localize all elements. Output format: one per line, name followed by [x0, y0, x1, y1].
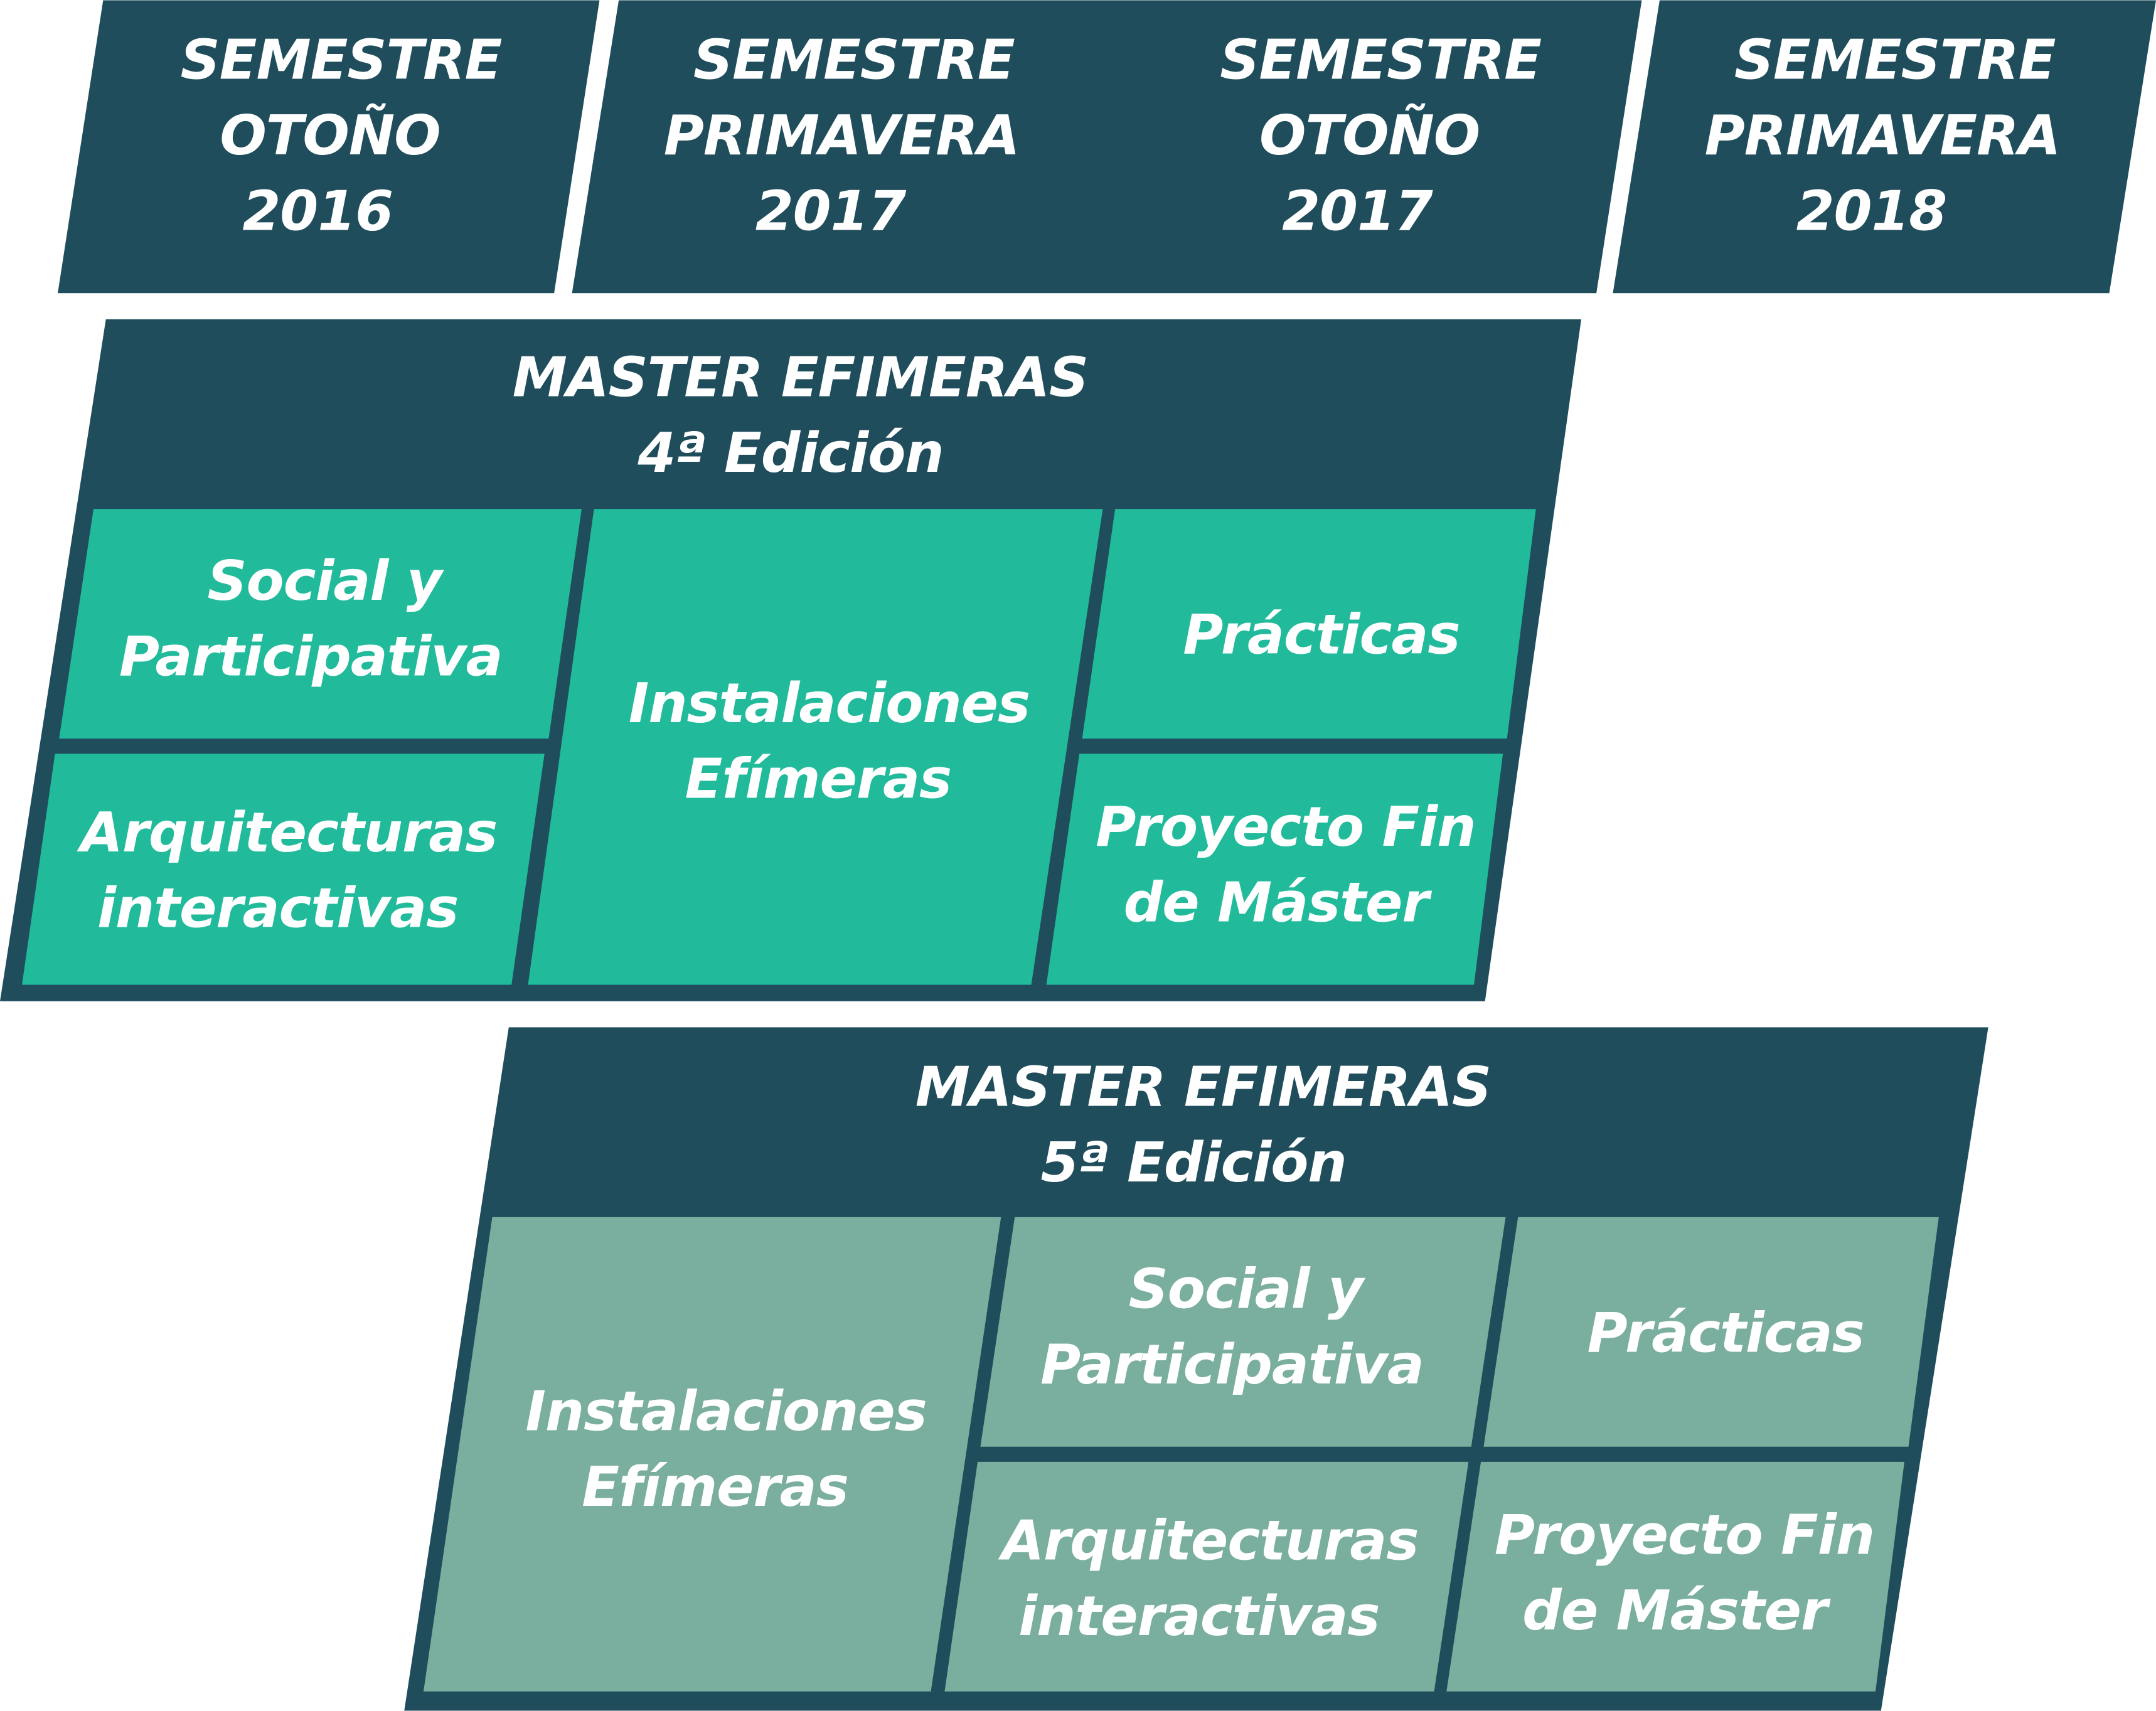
module-instalaciones-efimeras: Instalaciones Efímeras [528, 509, 1103, 985]
module-shape [1446, 1461, 1904, 1692]
edition-title: MASTER EFIMERAS [513, 346, 1088, 410]
edition-subtitle: 4ª Edición [637, 421, 943, 485]
header-line: SEMESTRE [1734, 28, 2056, 92]
header-line: 2016 [242, 179, 393, 243]
module-label: Social y [1129, 1257, 1366, 1321]
module-label: Efímeras [685, 747, 952, 811]
header-line: SEMESTRE [181, 28, 502, 92]
module-proyecto-fin-master: Proyecto Fin de Máster [1446, 1461, 1904, 1692]
module-label: interactivas [97, 876, 458, 940]
header-line: PRIMAVERA [1705, 104, 2061, 168]
module-label: Proyecto Fin [1495, 1503, 1874, 1567]
module-label: de Máster [1522, 1579, 1831, 1643]
module-shape [1046, 754, 1503, 985]
module-social-participativa: Social y Participativa [980, 1217, 1506, 1447]
module-label: Instalaciones [525, 1379, 926, 1443]
module-label: Arquitecturas [77, 801, 497, 865]
module-label: Instalaciones [629, 671, 1030, 735]
header-line: SEMESTRE [1220, 28, 1541, 92]
module-arquitecturas-interactivas: Arquitecturas interactivas [944, 1461, 1469, 1692]
module-instalaciones-efimeras: Instalaciones Efímeras [423, 1217, 1001, 1692]
module-shape [423, 1217, 1001, 1692]
module-shape [1082, 509, 1536, 739]
header-line: SEMESTRE [693, 28, 1015, 92]
module-arquitecturas-interactivas: Arquitecturas interactivas [22, 754, 545, 985]
header-line: 2017 [755, 179, 907, 243]
semester-header-otono-2016: SEMESTRE OTOÑO 2016 [58, 0, 600, 294]
module-practicas: Prácticas [1483, 1217, 1939, 1447]
module-label: Proyecto Fin [1096, 795, 1475, 859]
header-line: PRIMAVERA [664, 104, 1020, 168]
module-label: Social y [207, 549, 444, 613]
header-shape [1613, 0, 2156, 294]
module-label: de Máster [1124, 871, 1433, 935]
module-label: Arquitecturas [998, 1508, 1418, 1572]
module-label: Prácticas [1183, 602, 1460, 666]
header-shape [572, 0, 1642, 294]
module-social-participativa: Social y Participativa [59, 509, 582, 739]
header-line: OTOÑO [1259, 103, 1480, 168]
semester-header-primavera-2018: SEMESTRE PRIMAVERA 2018 [1613, 0, 2156, 294]
module-label: Efímeras [582, 1455, 848, 1519]
module-label: interactivas [1018, 1584, 1379, 1648]
semester-header-2017: SEMESTRE PRIMAVERA 2017 SEMESTRE OTOÑO 2… [572, 0, 1642, 294]
module-label: Participativa [1040, 1333, 1424, 1397]
module-label: Participativa [119, 624, 503, 688]
module-shape [944, 1461, 1469, 1692]
module-shape [59, 509, 582, 739]
module-practicas: Prácticas [1082, 509, 1536, 739]
header-line: 2018 [1796, 179, 1947, 243]
module-proyecto-fin-master: Proyecto Fin de Máster [1046, 754, 1503, 985]
header-line: OTOÑO [220, 103, 440, 168]
header-line: 2017 [1282, 179, 1433, 243]
module-shape [528, 509, 1103, 985]
edition-subtitle: 5ª Edición [1040, 1131, 1346, 1195]
module-shape [980, 1217, 1506, 1447]
edition-5-block: MASTER EFIMERAS 5ª Edición Instalaciones… [404, 1027, 1988, 1711]
header-shape [58, 0, 600, 294]
module-shape [22, 754, 545, 985]
edition-title: MASTER EFIMERAS [915, 1055, 1491, 1119]
module-shape [1483, 1217, 1939, 1447]
module-label: Prácticas [1588, 1301, 1864, 1365]
edition-4-block: MASTER EFIMERAS 4ª Edición Social y Part… [0, 319, 1582, 1001]
